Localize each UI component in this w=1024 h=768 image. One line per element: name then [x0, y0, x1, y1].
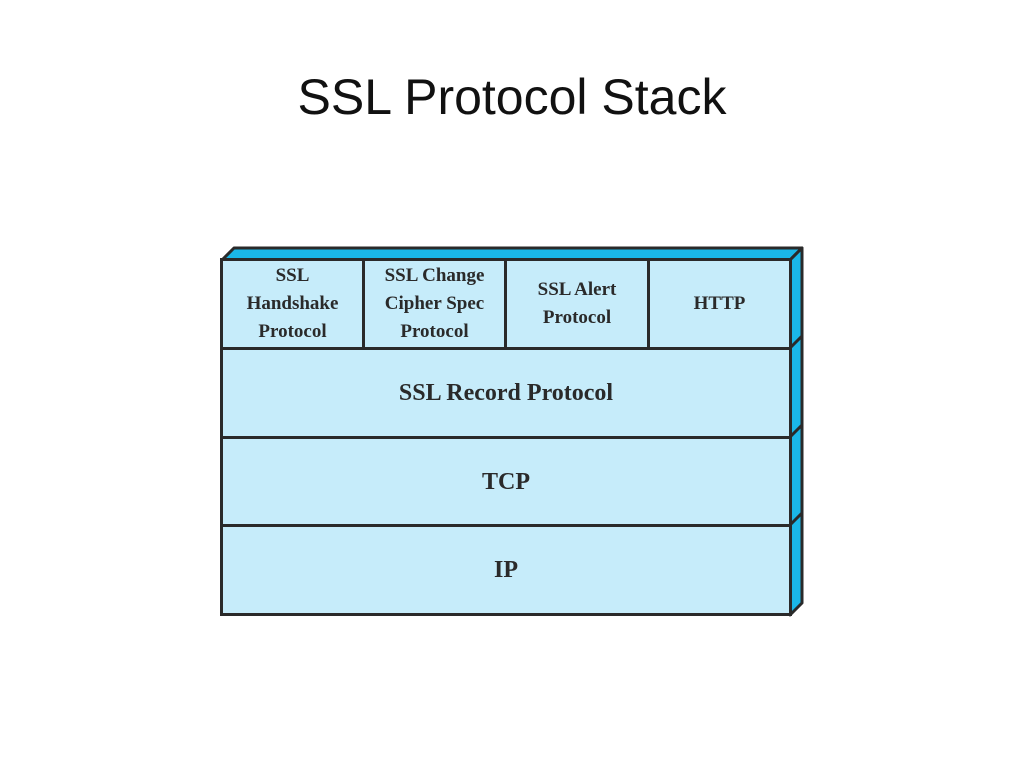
slide-title: SSL Protocol Stack: [297, 69, 727, 125]
ssl-record-protocol-box: SSL Record Protocol: [220, 347, 792, 439]
ip-box: IP: [220, 524, 792, 616]
ssl-change-cipher-spec-box: SSL Change Cipher Spec Protocol: [362, 258, 507, 350]
ssl-alert-protocol-label: SSL Alert Protocol: [537, 279, 617, 328]
ssl-record-protocol-label: SSL Record Protocol: [398, 380, 614, 406]
side-separator-3: [788, 511, 804, 527]
ssl-change-cipher-spec-label: SSL Change Cipher Spec Protocol: [384, 265, 485, 342]
tcp-label: TCP: [482, 468, 530, 495]
ssl-handshake-protocol-box: SSL Handshake Protocol: [220, 258, 365, 350]
http-label: HTTP: [693, 293, 746, 314]
http-box: HTTP: [647, 258, 792, 350]
side-separator-1: [788, 334, 804, 350]
tcp-box: TCP: [220, 436, 792, 527]
side-separator-2: [788, 423, 804, 439]
ip-label: IP: [494, 557, 518, 583]
ssl-alert-protocol-box: SSL Alert Protocol: [504, 258, 650, 350]
ssl-handshake-protocol-label: SSL Handshake Protocol: [246, 265, 339, 342]
